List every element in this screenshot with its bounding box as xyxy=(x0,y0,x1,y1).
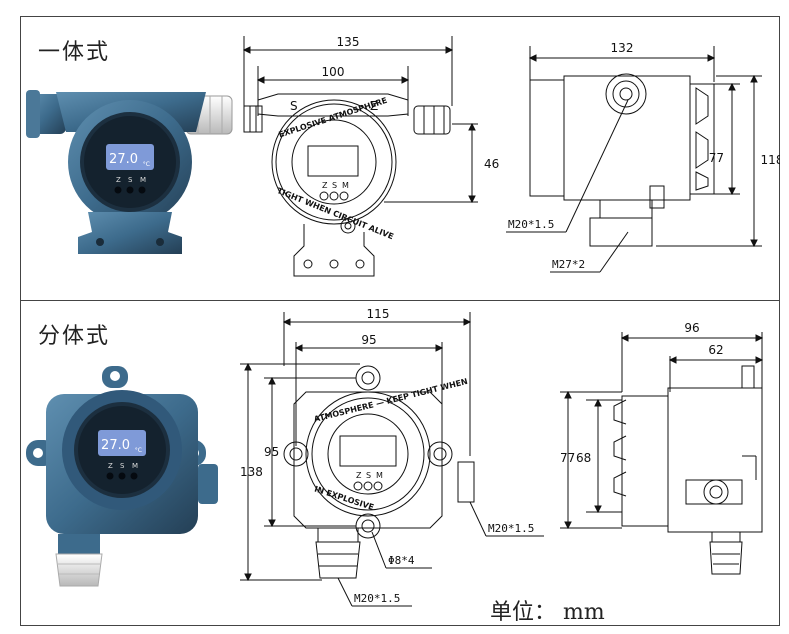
label-holes-phi8: Φ8*4 xyxy=(388,554,415,567)
drawing-btn-z-label: Z xyxy=(322,181,328,190)
drawing-split-side: 96 62 77 68 xyxy=(560,321,764,575)
dim-label-46: 46 xyxy=(484,157,499,171)
dim-label-77-split: 77 xyxy=(560,451,575,465)
unit-label: 单位： mm xyxy=(490,600,605,625)
ring-text-split-bottom: IN EXPLOSIVE xyxy=(313,484,375,512)
split-drawing-btn-z: Z xyxy=(356,471,362,480)
photo-lcd-integrated xyxy=(106,144,154,170)
dim-label-96: 96 xyxy=(684,321,699,335)
label-thread-m20-right: M20*1.5 xyxy=(488,522,534,535)
photo-integrated-transmitter: 27.0 °C Z S M xyxy=(26,90,233,254)
dim-label-95-vertical: 95 xyxy=(264,445,279,459)
drawing-lcd-window xyxy=(307,145,359,177)
split-drawing-btn-s: S xyxy=(366,471,371,480)
dim-label-77-side: 77 xyxy=(709,151,724,165)
photo-lcd-value-split: 27.0 xyxy=(101,438,130,453)
photo-button-s-label: S xyxy=(128,176,133,184)
dim-label-100: 100 xyxy=(322,65,345,79)
housing-letter-z: Z xyxy=(370,99,378,113)
title-split: 分体式 xyxy=(38,324,111,349)
dim-label-115: 115 xyxy=(367,307,390,321)
drawing-integrated-front: 135 100 S Z 46 EXPLOSIVE ATMOSPHERE TIGH… xyxy=(242,36,499,277)
photo-lcd-unit-split: °C xyxy=(135,447,142,454)
housing-letter-s: S xyxy=(290,99,298,113)
label-thread-m20-side: M20*1.5 xyxy=(508,218,554,231)
photo-lcd-value: 27.0 xyxy=(109,152,138,167)
section-divider xyxy=(20,300,780,301)
photo-split-button-s: S xyxy=(120,462,125,470)
photo-button-z-label: Z xyxy=(116,176,121,184)
photo-button-m-label: M xyxy=(140,176,146,184)
label-thread-m20-bottom: M20*1.5 xyxy=(354,592,400,605)
dim-label-68: 68 xyxy=(576,451,591,465)
photo-split-button-z: Z xyxy=(108,462,113,470)
photo-split-button-m: M xyxy=(132,462,138,470)
dim-label-138: 138 xyxy=(240,465,263,479)
dim-label-135: 135 xyxy=(337,36,360,49)
drawing-split-front: 115 95 ATMOSPHERE — KEEP TIGHT WHEN IN E… xyxy=(240,307,544,607)
dim-label-62: 62 xyxy=(708,343,723,357)
dim-label-118: 118 xyxy=(761,153,780,167)
split-drawing-lcd-window xyxy=(339,435,397,467)
title-integrated: 一体式 xyxy=(38,40,111,65)
drawing-integrated-side: 132 77 118 M20*1.5 M27*2 xyxy=(506,41,780,273)
photo-lcd-split xyxy=(98,430,146,456)
drawing-btn-m-label: M xyxy=(342,181,349,190)
photo-lcd-unit: °C xyxy=(143,161,150,168)
dim-label-95-horizontal: 95 xyxy=(361,333,376,347)
drawing-btn-s-label: S xyxy=(332,181,337,190)
photo-split-transmitter: 27.0 °C Z S M xyxy=(26,366,218,587)
split-drawing-btn-m: M xyxy=(376,471,383,480)
dim-label-132: 132 xyxy=(611,41,634,55)
sheet-frame xyxy=(20,16,780,626)
label-thread-m27: M27*2 xyxy=(552,258,585,271)
ring-text-bottom: TIGHT WHEN CIRCUIT ALIVE xyxy=(276,186,395,241)
